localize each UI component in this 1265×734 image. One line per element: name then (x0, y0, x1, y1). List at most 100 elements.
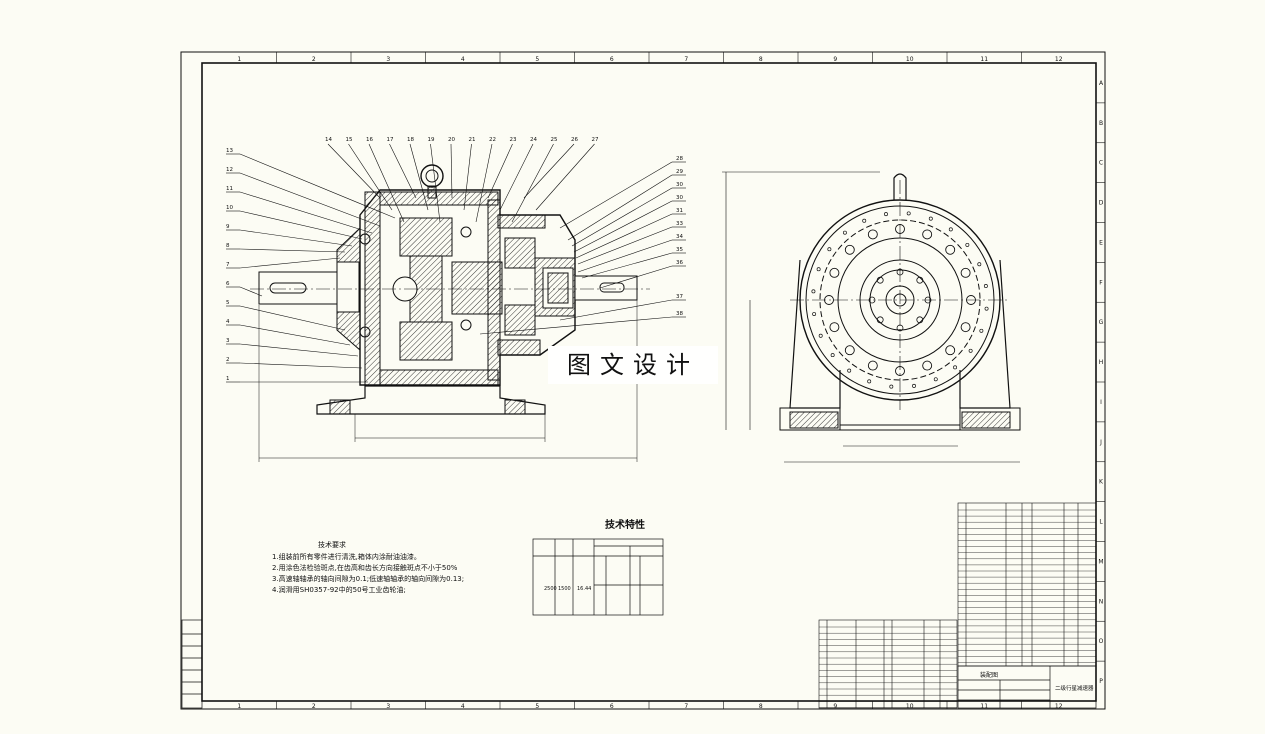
zone-col-7-bottom: 7 (684, 703, 688, 710)
zone-col-11-top: 11 (980, 56, 988, 63)
callout-top-6: 20 (448, 137, 455, 143)
zone-col-4-top: 4 (461, 56, 465, 63)
tt-value-2: 16.44 (577, 586, 591, 592)
callout-right-5: 33 (676, 221, 683, 227)
zone-row-B: B (1099, 120, 1103, 127)
bolt-circle (811, 211, 989, 389)
title-block (957, 665, 1097, 709)
callout-top-13: 27 (592, 137, 599, 143)
side-view (722, 171, 1021, 463)
callout-left-6: 6 (226, 281, 230, 287)
zone-col-8-top: 8 (759, 56, 763, 63)
zone-row-J: J (1099, 439, 1102, 446)
zone-row-G: G (1099, 319, 1104, 326)
zone-col-6-top: 6 (610, 56, 614, 63)
watermark: 图文设计 (548, 346, 718, 384)
zone-col-7-top: 7 (684, 56, 688, 63)
zone-col-1-top: 1 (237, 56, 241, 63)
zone-col-5-bottom: 5 (535, 703, 539, 710)
callout-top-0: 14 (325, 137, 332, 143)
zone-col-3-top: 3 (386, 56, 390, 63)
tech-req-heading: 技术要求 (318, 541, 346, 549)
callout-right-8: 36 (676, 260, 683, 266)
section-view (250, 164, 650, 462)
callout-top-5: 19 (428, 137, 435, 143)
callout-right-1: 29 (676, 169, 683, 175)
callout-left-4: 4 (226, 319, 230, 325)
zone-col-9-top: 9 (833, 56, 837, 63)
characteristics-title: 技术特性 (605, 520, 645, 531)
zone-row-I: I (1100, 399, 1102, 406)
callout-top-10: 24 (530, 137, 537, 143)
zone-col-3-bottom: 3 (386, 703, 390, 710)
zone-col-11-bottom: 11 (980, 703, 988, 710)
callout-right-0: 28 (676, 156, 683, 162)
callout-left-3: 3 (226, 338, 230, 344)
callout-top-1: 15 (346, 137, 353, 143)
callout-top-2: 16 (366, 137, 373, 143)
callout-right-7: 35 (676, 247, 683, 253)
zone-row-P: P (1099, 678, 1103, 685)
zone-col-1-bottom: 1 (237, 703, 241, 710)
callout-right-2: 30 (676, 182, 683, 188)
callout-top-7: 21 (469, 137, 476, 143)
zone-col-4-bottom: 4 (461, 703, 465, 710)
callout-left-11: 11 (226, 186, 233, 192)
zone-col-5-top: 5 (535, 56, 539, 63)
parts-list-right-rows (958, 509, 1096, 663)
zone-row-A: A (1099, 80, 1104, 87)
callout-right-6: 34 (676, 234, 683, 240)
callout-left-9: 9 (226, 224, 230, 230)
callout-right-10: 38 (676, 311, 683, 317)
zone-col-10-top: 10 (906, 56, 914, 63)
zone-row-K: K (1099, 479, 1104, 486)
callout-left-1: 1 (226, 376, 230, 382)
zone-row-N: N (1099, 598, 1104, 605)
zone-col-8-bottom: 8 (759, 703, 763, 710)
callout-top-4: 18 (407, 137, 414, 143)
zone-row-H: H (1099, 359, 1104, 366)
callout-left-5: 5 (226, 300, 230, 306)
tt-value-1: 1500 (558, 586, 571, 592)
zone-row-M: M (1098, 558, 1103, 565)
filing-boxes (181, 619, 203, 709)
callout-right-3: 30 (676, 195, 683, 201)
callout-left-7: 7 (226, 262, 230, 268)
callout-left-12: 12 (226, 167, 233, 173)
callout-left-8: 8 (226, 243, 230, 249)
callout-left-10: 10 (226, 205, 233, 211)
zone-col-6-bottom: 6 (610, 703, 614, 710)
zone-col-12-top: 12 (1055, 56, 1063, 63)
callout-left-2: 2 (226, 357, 230, 363)
callout-top-9: 23 (510, 137, 517, 143)
callout-top-8: 22 (489, 137, 496, 143)
zone-col-12-bottom: 12 (1055, 703, 1063, 710)
tt-value-0: 2500 (544, 586, 557, 592)
zone-col-2-bottom: 2 (312, 703, 316, 710)
zone-row-C: C (1099, 160, 1103, 167)
zone-col-2-top: 2 (312, 56, 316, 63)
tech-req-line-2: 2.用涂色法检验斑点,在齿高和齿长方向接触斑点不小于50% (272, 564, 458, 572)
zone-col-9-bottom: 9 (833, 703, 837, 710)
callout-right-9: 37 (676, 294, 683, 300)
parts-list-right (957, 502, 1097, 667)
zone-row-D: D (1099, 200, 1104, 207)
product-name: 二级行星减速器 (1055, 684, 1094, 692)
zone-row-F: F (1099, 279, 1103, 286)
callout-right-4: 31 (676, 208, 683, 214)
drawing-label: 装配图 (980, 671, 998, 679)
zone-marks: 112233445566778899101011111212ABCDEFGHIJ… (237, 52, 1105, 710)
parts-list-left-rows (819, 626, 957, 708)
characteristics-table (532, 538, 664, 616)
zone-row-E: E (1099, 239, 1103, 246)
tech-req-line-1: 1.组装前所有零件进行清洗,箱体内涂耐油油漆。 (272, 553, 421, 561)
zone-row-O: O (1099, 638, 1104, 645)
technical-requirements: 技术要求 1.组装前所有零件进行清洗,箱体内涂耐油油漆。 2.用涂色法检验斑点,… (272, 540, 532, 596)
outer-frame (180, 51, 1106, 710)
callout-top-3: 17 (387, 137, 394, 143)
tech-req-line-4: 4.润滑用SH0357-92中的50号工业齿轮油; (272, 586, 406, 594)
callout-top-12: 26 (571, 137, 578, 143)
